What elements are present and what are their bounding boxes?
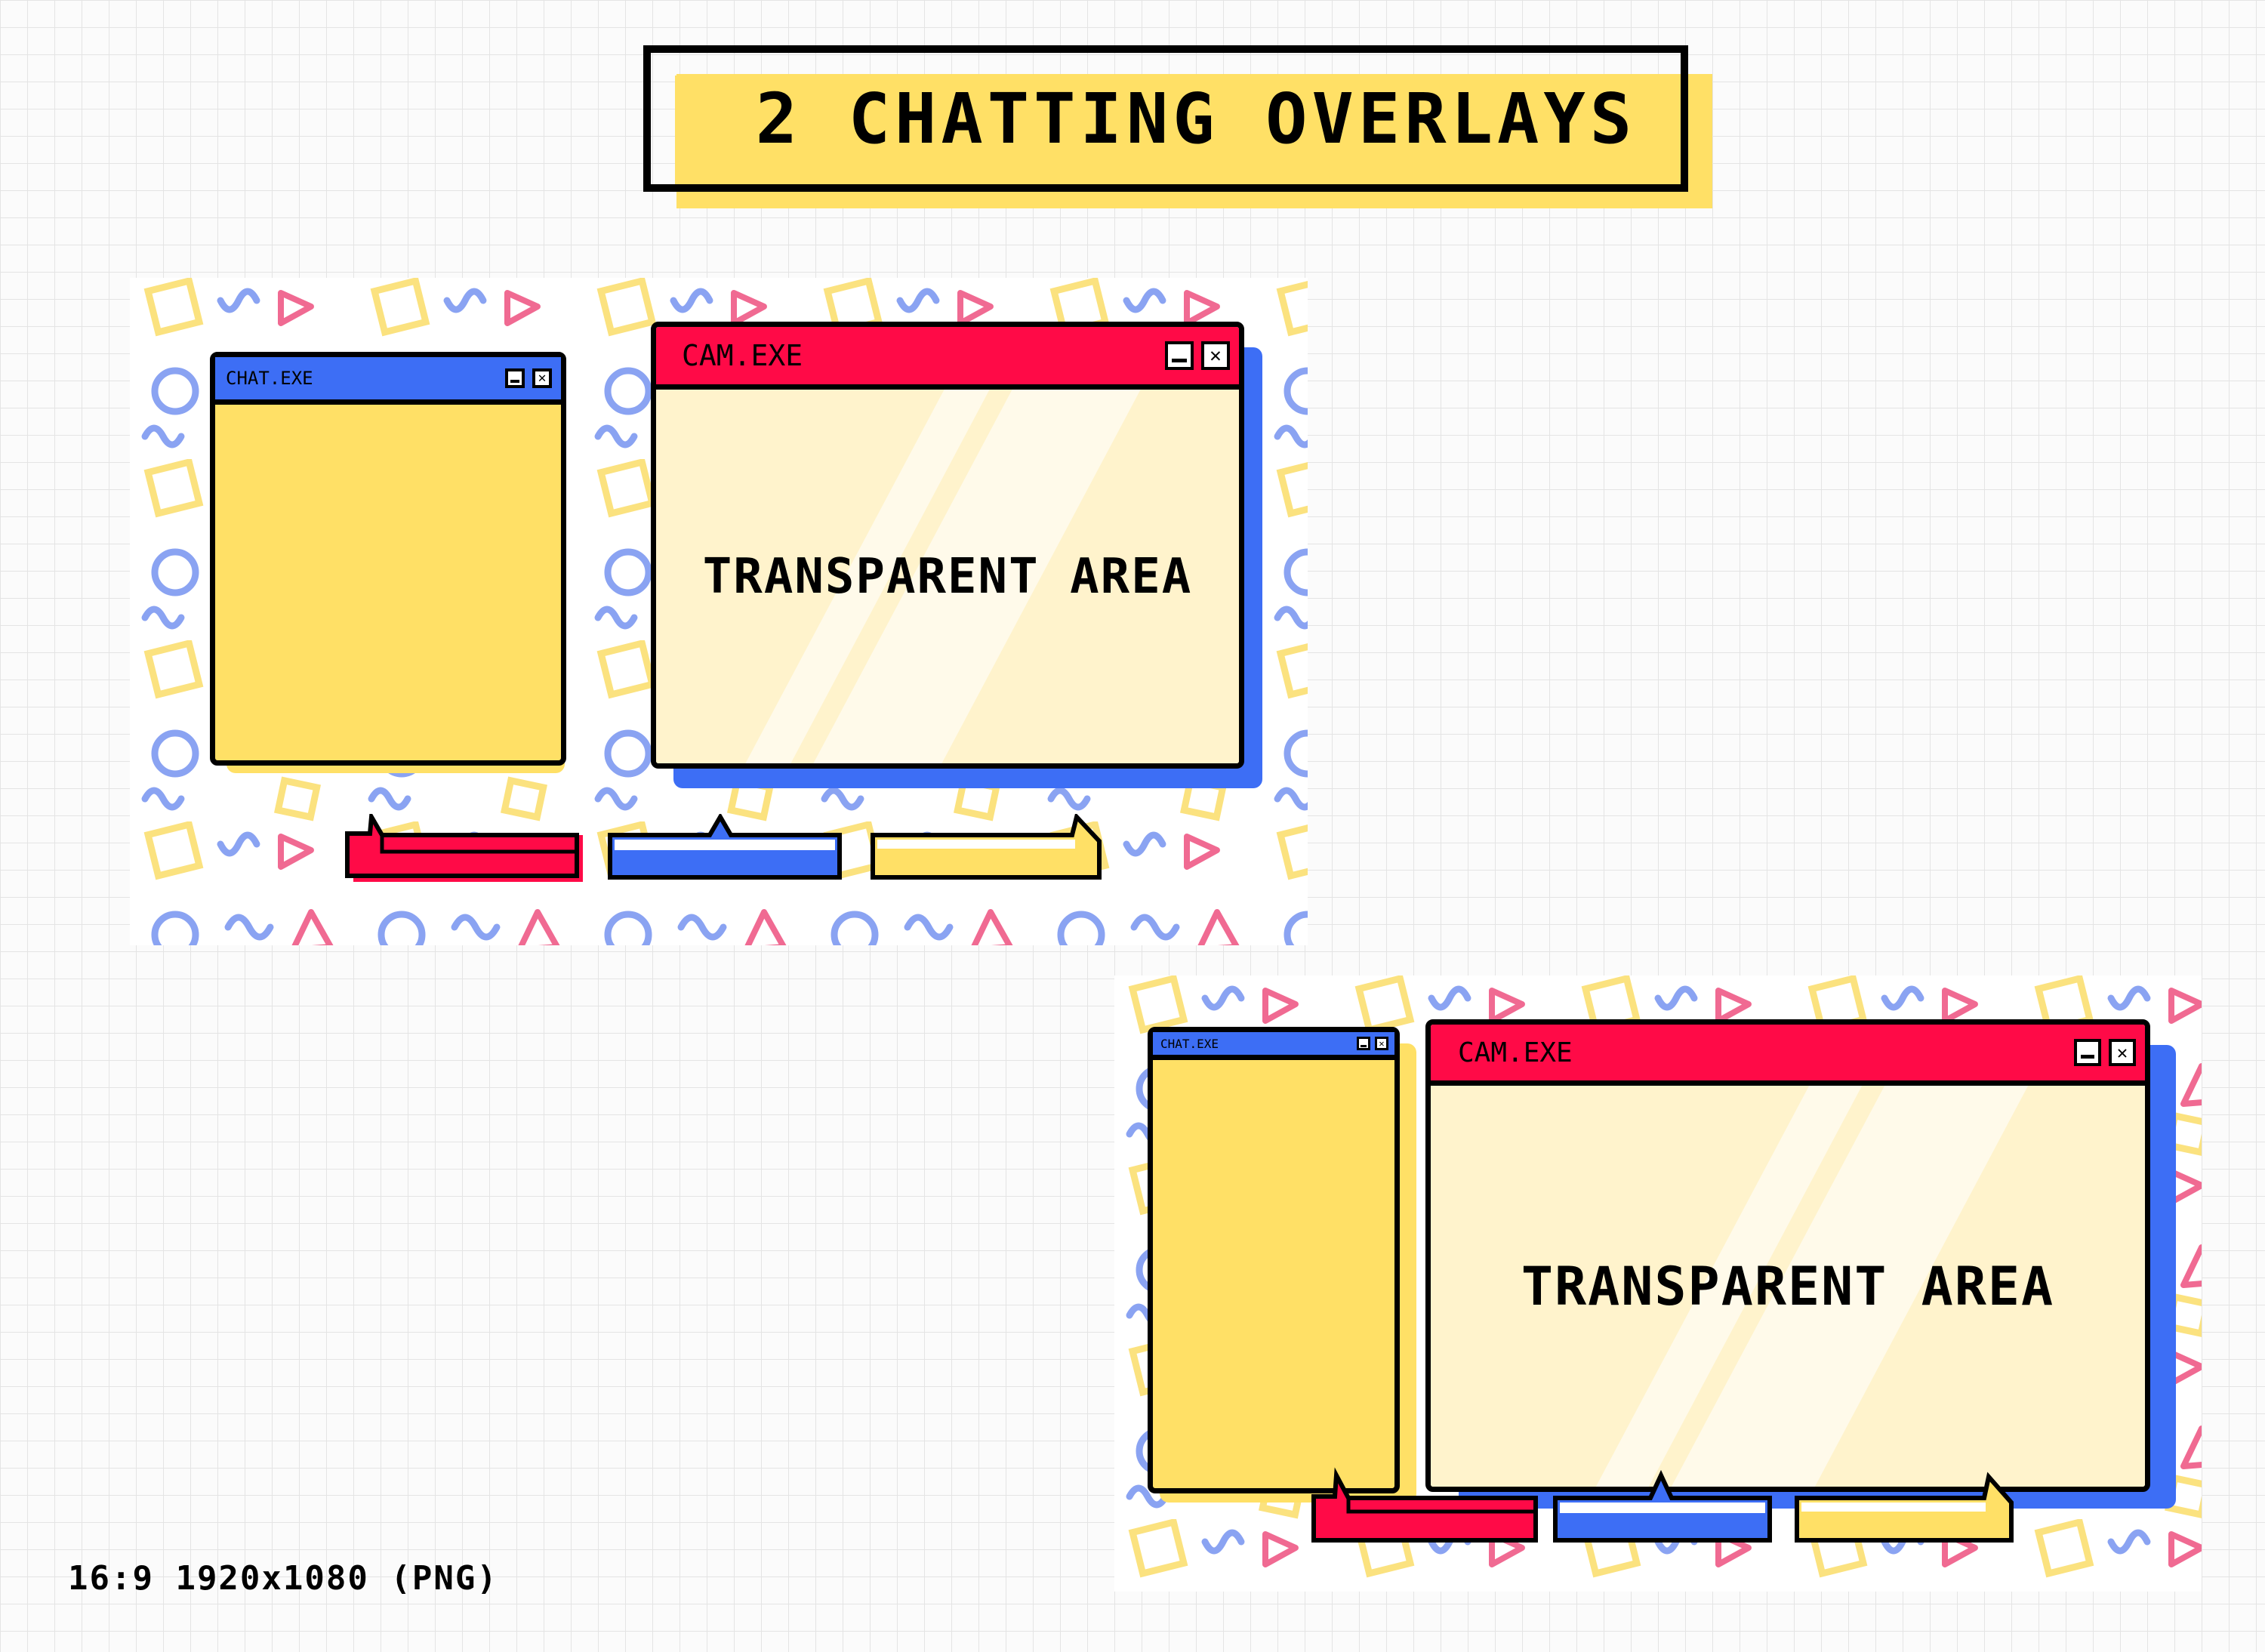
title-banner-box: 2 CHATTING OVERLAYS [643, 45, 1688, 192]
cam-window-titlebar[interactable]: CAM.EXE ✕ [656, 327, 1239, 390]
transparent-area-label: TRANSPARENT AREA [702, 548, 1193, 605]
red-speech-button[interactable] [343, 814, 592, 886]
chat-window-titlebar[interactable]: CHAT.EXE ✕ [1153, 1032, 1394, 1060]
cam-window-title: CAM.EXE [1458, 1037, 1573, 1068]
close-icon[interactable]: ✕ [1201, 341, 1230, 370]
transparent-area-label: TRANSPARENT AREA [1521, 1255, 2055, 1318]
chat-window-titlebar[interactable]: CHAT.EXE ✕ [215, 357, 561, 405]
page-title: 2 CHATTING OVERLAYS [755, 78, 1637, 159]
overlay-1: CHAT.EXE ✕ CAM.EXE ✕ TRANSPARENT AREA [130, 278, 1308, 945]
overlay-2: CHAT.EXE ✕ CAM.EXE ✕ TRANSPARENT AREA [1114, 975, 2202, 1592]
cam-window: CAM.EXE ✕ TRANSPARENT AREA [1425, 1019, 2150, 1492]
chat-window-title: CHAT.EXE [226, 368, 313, 389]
blue-speech-button[interactable] [606, 814, 855, 886]
blue-speech-button[interactable] [1551, 1466, 1800, 1549]
close-icon[interactable]: ✕ [1375, 1037, 1388, 1050]
minimize-icon[interactable] [505, 368, 525, 388]
cam-window: CAM.EXE ✕ TRANSPARENT AREA [651, 322, 1244, 769]
yellow-speech-button[interactable] [868, 814, 1117, 886]
cam-window-title: CAM.EXE [682, 339, 803, 372]
chat-window: CHAT.EXE ✕ [1148, 1027, 1400, 1493]
transparent-area: TRANSPARENT AREA [1431, 1086, 2145, 1487]
close-icon[interactable]: ✕ [2109, 1039, 2136, 1066]
close-icon[interactable]: ✕ [532, 368, 552, 388]
transparent-area: TRANSPARENT AREA [656, 390, 1239, 763]
yellow-speech-button[interactable] [1792, 1466, 2042, 1549]
format-label: 16:9 1920x1080 (PNG) [68, 1559, 498, 1598]
cam-window-titlebar[interactable]: CAM.EXE ✕ [1431, 1025, 2145, 1086]
minimize-icon[interactable] [2074, 1039, 2101, 1066]
red-speech-button[interactable] [1309, 1466, 1558, 1549]
title-banner: 2 CHATTING OVERLAYS [643, 45, 1712, 208]
minimize-icon[interactable] [1357, 1037, 1370, 1050]
minimize-icon[interactable] [1165, 341, 1194, 370]
chat-window-title: CHAT.EXE [1160, 1036, 1219, 1051]
chat-window: CHAT.EXE ✕ [210, 352, 566, 766]
